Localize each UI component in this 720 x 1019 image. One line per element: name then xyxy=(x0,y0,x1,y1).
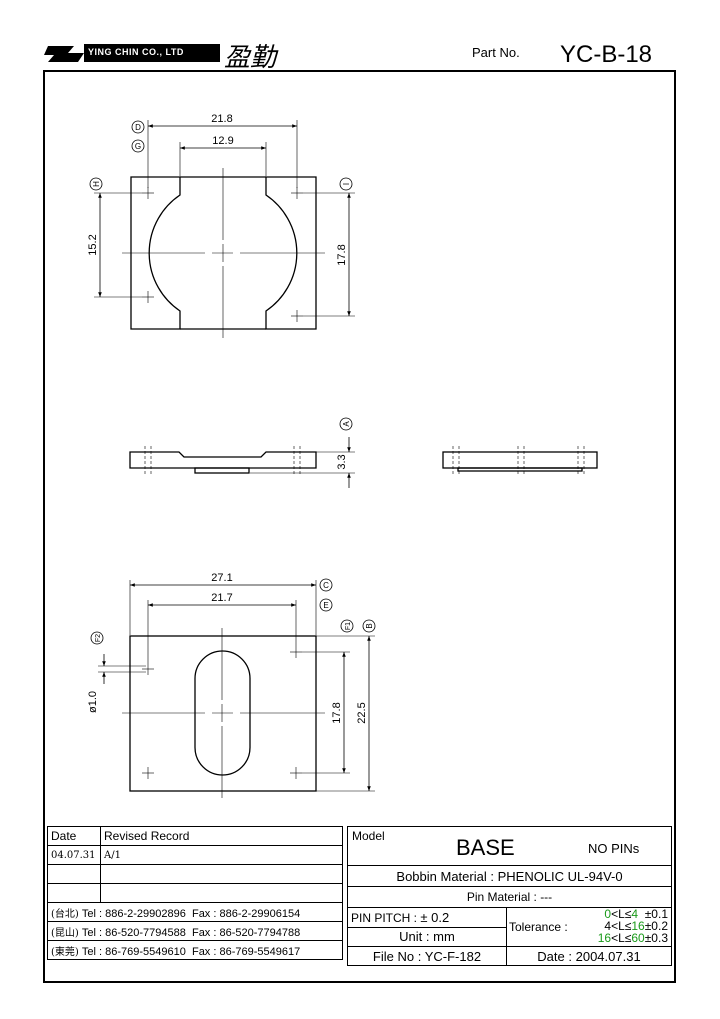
tolerance-row: 16<L≤60±0.3 xyxy=(597,931,668,945)
pins-value: NO PINs xyxy=(588,841,640,856)
company-name-cn: 盈勤 xyxy=(224,43,277,73)
marker-a: A xyxy=(342,421,351,427)
dim-3-3: 3.3 xyxy=(336,454,348,469)
marker-c: C xyxy=(323,581,329,590)
tolerance-row: 0<L≤4 ±0.1 xyxy=(604,907,668,921)
model-label: Model xyxy=(352,829,385,843)
marker-e: E xyxy=(323,601,328,610)
side-view-2 xyxy=(442,451,598,472)
marker-h: H xyxy=(92,181,101,187)
contact-row: (台北) Tel : 886-2-29902896 Fax : 886-2-29… xyxy=(47,902,343,922)
marker-f1: F1 xyxy=(345,622,352,630)
revision-table: Date Revised Record 04.07.31 A/1 (台北) Te… xyxy=(47,826,343,960)
bottom-view xyxy=(129,635,317,792)
marker-g: G xyxy=(135,142,141,151)
bobbin-material: Bobbin Material : PHENOLIC UL-94V-0 xyxy=(347,865,672,887)
revision-empty-record xyxy=(100,883,343,903)
marker-d: D xyxy=(135,123,141,132)
revision-empty-record xyxy=(100,864,343,884)
contact-row: (東莞) Tel : 86-769-5549610 Fax : 86-769-5… xyxy=(47,940,343,960)
dim-22-5: 22.5 xyxy=(356,702,368,723)
dim-21-8: 21.8 xyxy=(211,113,232,125)
company-name: YING CHIN CO., LTD xyxy=(88,47,184,57)
model-cell: Model BASE NO PINs xyxy=(347,826,672,866)
marker-f2: F2 xyxy=(95,634,102,642)
dim-17-8-bottom: 17.8 xyxy=(331,702,343,723)
unit: Unit : mm xyxy=(347,926,507,947)
spec-date: Date : 2004.07.31 xyxy=(506,946,672,966)
tolerance-row: 4<L≤16±0.2 xyxy=(604,919,668,933)
tolerance-cell: Tolerance : 0<L≤4 ±0.1 4<L≤16±0.2 16<L≤6… xyxy=(506,907,672,947)
company-logo xyxy=(44,44,220,62)
side-view-1 xyxy=(129,451,317,474)
contact-row: (昆山) Tel : 86-520-7794588 Fax : 86-520-7… xyxy=(47,921,343,941)
file-no: File No : YC-F-182 xyxy=(347,946,507,966)
spec-table: Model BASE NO PINs Bobbin Material : PHE… xyxy=(347,826,672,966)
model-value: BASE xyxy=(456,835,515,860)
date-header: Date xyxy=(47,826,101,846)
drawing-frame xyxy=(43,70,676,983)
revision-record: A/1 xyxy=(100,845,343,865)
dim-21-7: 21.7 xyxy=(211,592,232,604)
dim-phi-1-0: ø1.0 xyxy=(87,691,99,713)
dim-17-8-top: 17.8 xyxy=(336,244,348,265)
dim-27-1: 27.1 xyxy=(211,572,232,584)
revision-empty-date xyxy=(47,883,101,903)
marker-i: I xyxy=(342,183,351,185)
part-no-label: Part No. xyxy=(472,45,520,60)
revision-empty-date xyxy=(47,864,101,884)
part-no: YC-B-18 xyxy=(560,41,653,68)
dim-15-2: 15.2 xyxy=(87,234,99,255)
pin-material: Pin Material : --- xyxy=(347,886,672,908)
tolerance-label: Tolerance : xyxy=(509,920,568,934)
dim-12-9: 12.9 xyxy=(212,135,233,147)
record-header: Revised Record xyxy=(100,826,343,846)
marker-b: B xyxy=(365,623,374,628)
revision-date: 04.07.31 xyxy=(47,845,101,865)
pin-pitch: PIN PITCH : ± 0.2 xyxy=(347,907,507,928)
